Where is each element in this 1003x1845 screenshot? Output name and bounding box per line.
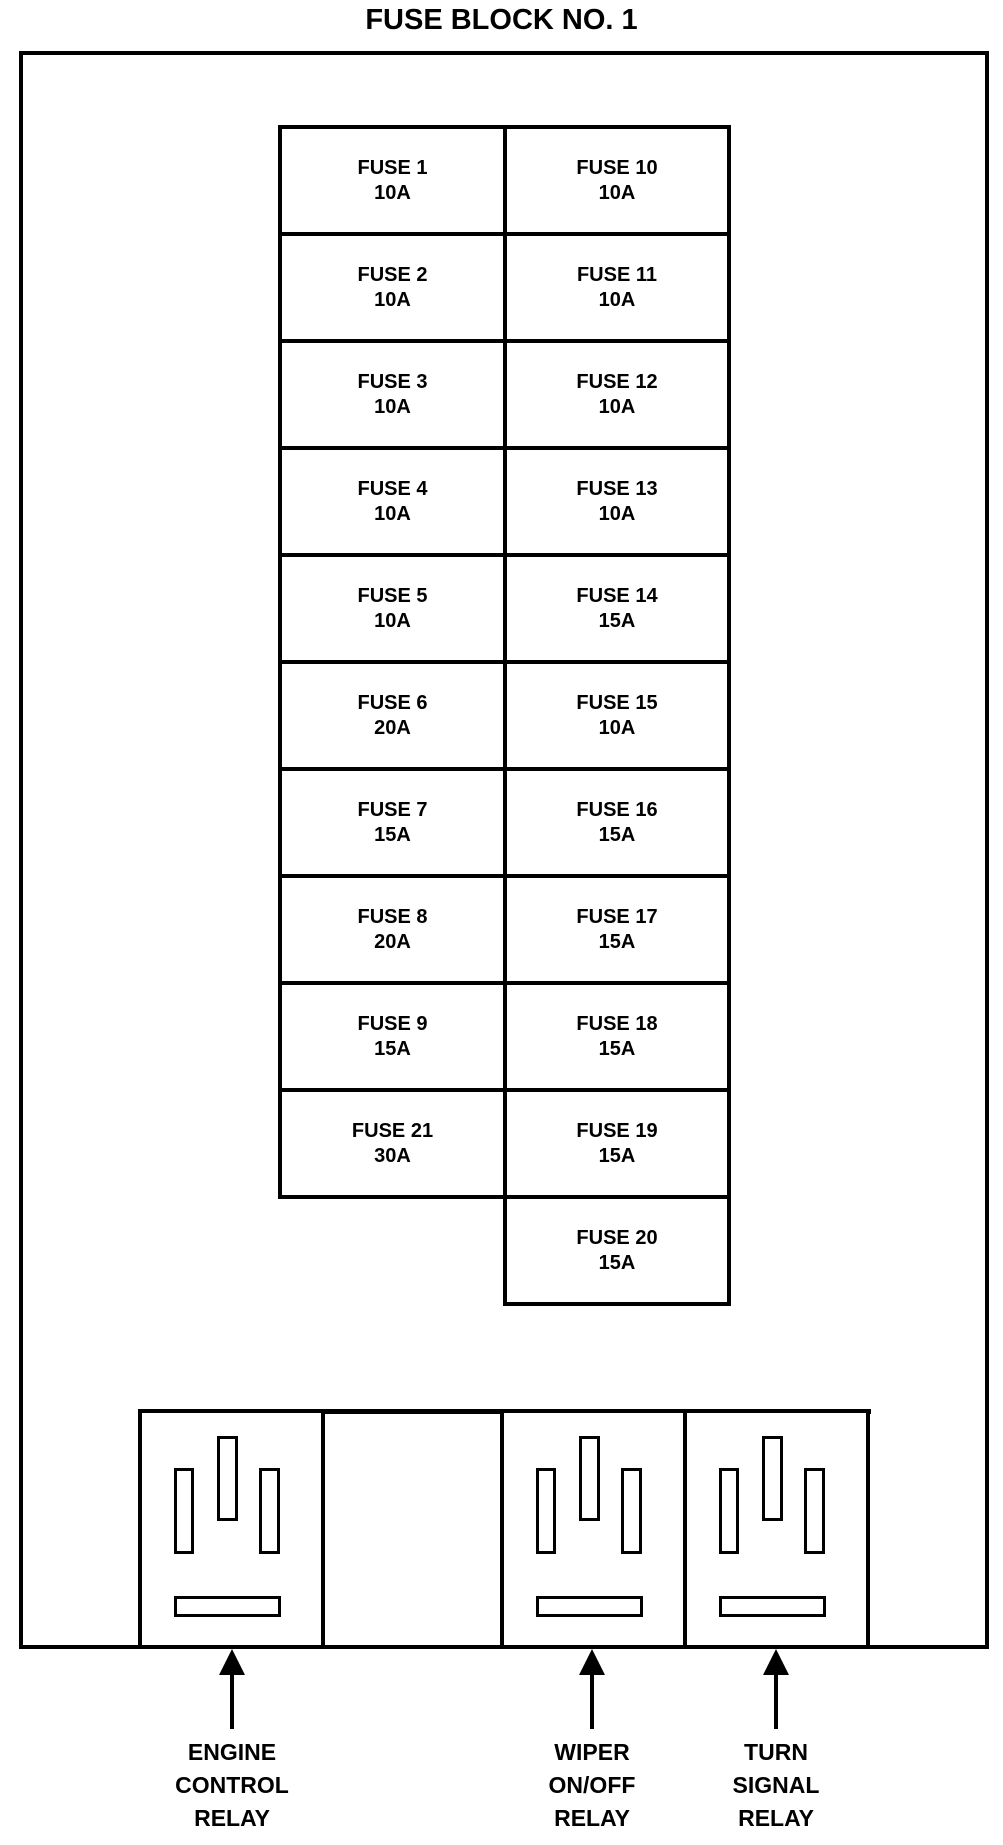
fuse-rating: 15A xyxy=(598,1144,636,1167)
up-arrow-shaft xyxy=(230,1674,234,1729)
fuse-name: FUSE 12 xyxy=(576,370,658,393)
relay-connector-wiper-on-off xyxy=(500,1409,687,1649)
up-arrow-icon xyxy=(763,1649,789,1675)
relay-pin-slot-right-icon xyxy=(259,1468,280,1554)
relay-pin-slot-center-icon xyxy=(579,1436,600,1521)
relay-label-line: ENGINE xyxy=(187,1739,277,1765)
relay-label-line: RELAY xyxy=(554,1805,630,1831)
fuse-name: FUSE 7 xyxy=(357,798,428,821)
relay-pin-slot-right-icon xyxy=(621,1468,642,1554)
fuse-rating: 20A xyxy=(374,930,411,953)
fuse-name: FUSE 19 xyxy=(576,1119,658,1142)
fuse-rating: 15A xyxy=(598,823,636,846)
relay-label-line: TURN xyxy=(744,1739,808,1765)
relay-connector-turn-signal xyxy=(683,1409,870,1649)
relay-pin-slot-center-icon xyxy=(217,1436,238,1521)
relay-pin-slot-horizontal-icon xyxy=(719,1596,826,1617)
relay-pin-slot-center-icon xyxy=(762,1436,783,1521)
fuse-name: FUSE 3 xyxy=(357,370,428,393)
fuse-rating: 15A xyxy=(598,930,636,953)
fuse-name: FUSE 4 xyxy=(357,477,428,500)
fuse-rating: 15A xyxy=(598,1037,636,1060)
fuse-name: FUSE 11 xyxy=(576,263,658,286)
fuse-name: FUSE 5 xyxy=(357,584,428,607)
fuse-name: FUSE 21 xyxy=(351,1119,434,1142)
fuse-rating: 15A xyxy=(374,1037,411,1060)
fuse-rating: 10A xyxy=(598,716,636,739)
relay-label-line: WIPER xyxy=(554,1739,630,1765)
up-arrow-icon xyxy=(579,1649,605,1675)
relay-label-line: RELAY xyxy=(194,1805,270,1831)
fuse-name: FUSE 1 xyxy=(357,156,428,179)
fuse-rating: 10A xyxy=(598,288,636,311)
fuse-name: FUSE 13 xyxy=(576,477,658,500)
fuse-rating: 10A xyxy=(598,395,636,418)
fuse-name: FUSE 17 xyxy=(576,905,658,928)
fuse-name: FUSE 20 xyxy=(576,1226,658,1249)
fuse-rating: 30A xyxy=(374,1144,411,1167)
fuse-name: FUSE 2 xyxy=(357,263,428,286)
relay-label-engine-control: ENGINE CONTROL RELAY xyxy=(122,1736,342,1835)
fuse-name: FUSE 8 xyxy=(357,905,428,928)
fuse-rating: 15A xyxy=(374,823,411,846)
fuse-rating: 10A xyxy=(374,609,411,632)
relay-label-turn-signal: TURN SIGNAL RELAY xyxy=(666,1736,886,1835)
fuse-name: FUSE 9 xyxy=(357,1012,428,1035)
fuse-rating: 10A xyxy=(598,502,636,525)
relay-pin-slot-left-icon xyxy=(536,1468,556,1554)
relay-connector-engine-control xyxy=(138,1409,325,1649)
fuse-name: FUSE 16 xyxy=(576,798,658,821)
fuse-name: FUSE 14 xyxy=(576,584,658,607)
fuse-rating: 20A xyxy=(374,716,411,739)
fuse-rating: 10A xyxy=(374,181,411,204)
relay-label-line: CONTROL xyxy=(175,1772,289,1798)
relay-label-line: RELAY xyxy=(738,1805,814,1831)
relay-label-line: SIGNAL xyxy=(732,1772,820,1798)
relay-label-wiper-on-off: WIPER ON/OFF RELAY xyxy=(482,1736,702,1835)
relay-pin-slot-horizontal-icon xyxy=(536,1596,643,1617)
relay-label-line: ON/OFF xyxy=(548,1772,636,1798)
fuse-rating: 10A xyxy=(374,395,411,418)
fuse-rating: 10A xyxy=(374,502,411,525)
up-arrow-icon xyxy=(219,1649,245,1675)
relay-pin-slot-left-icon xyxy=(174,1468,194,1554)
fuse-rating: 15A xyxy=(598,1251,636,1274)
up-arrow-shaft xyxy=(774,1674,778,1729)
relay-pin-slot-right-icon xyxy=(804,1468,825,1554)
fuse-rating: 10A xyxy=(374,288,411,311)
page-title: FUSE BLOCK NO. 1 xyxy=(365,4,638,36)
fuse-name: FUSE 15 xyxy=(576,691,658,714)
fuse-name: FUSE 6 xyxy=(357,691,428,714)
up-arrow-shaft xyxy=(590,1674,594,1729)
relay-pin-slot-left-icon xyxy=(719,1468,739,1554)
fuse-name: FUSE 10 xyxy=(576,156,658,179)
fuse-name: FUSE 18 xyxy=(576,1012,658,1035)
fuse-rating: 15A xyxy=(598,609,636,632)
relay-pin-slot-horizontal-icon xyxy=(174,1596,281,1617)
fuse-rating: 10A xyxy=(598,181,636,204)
